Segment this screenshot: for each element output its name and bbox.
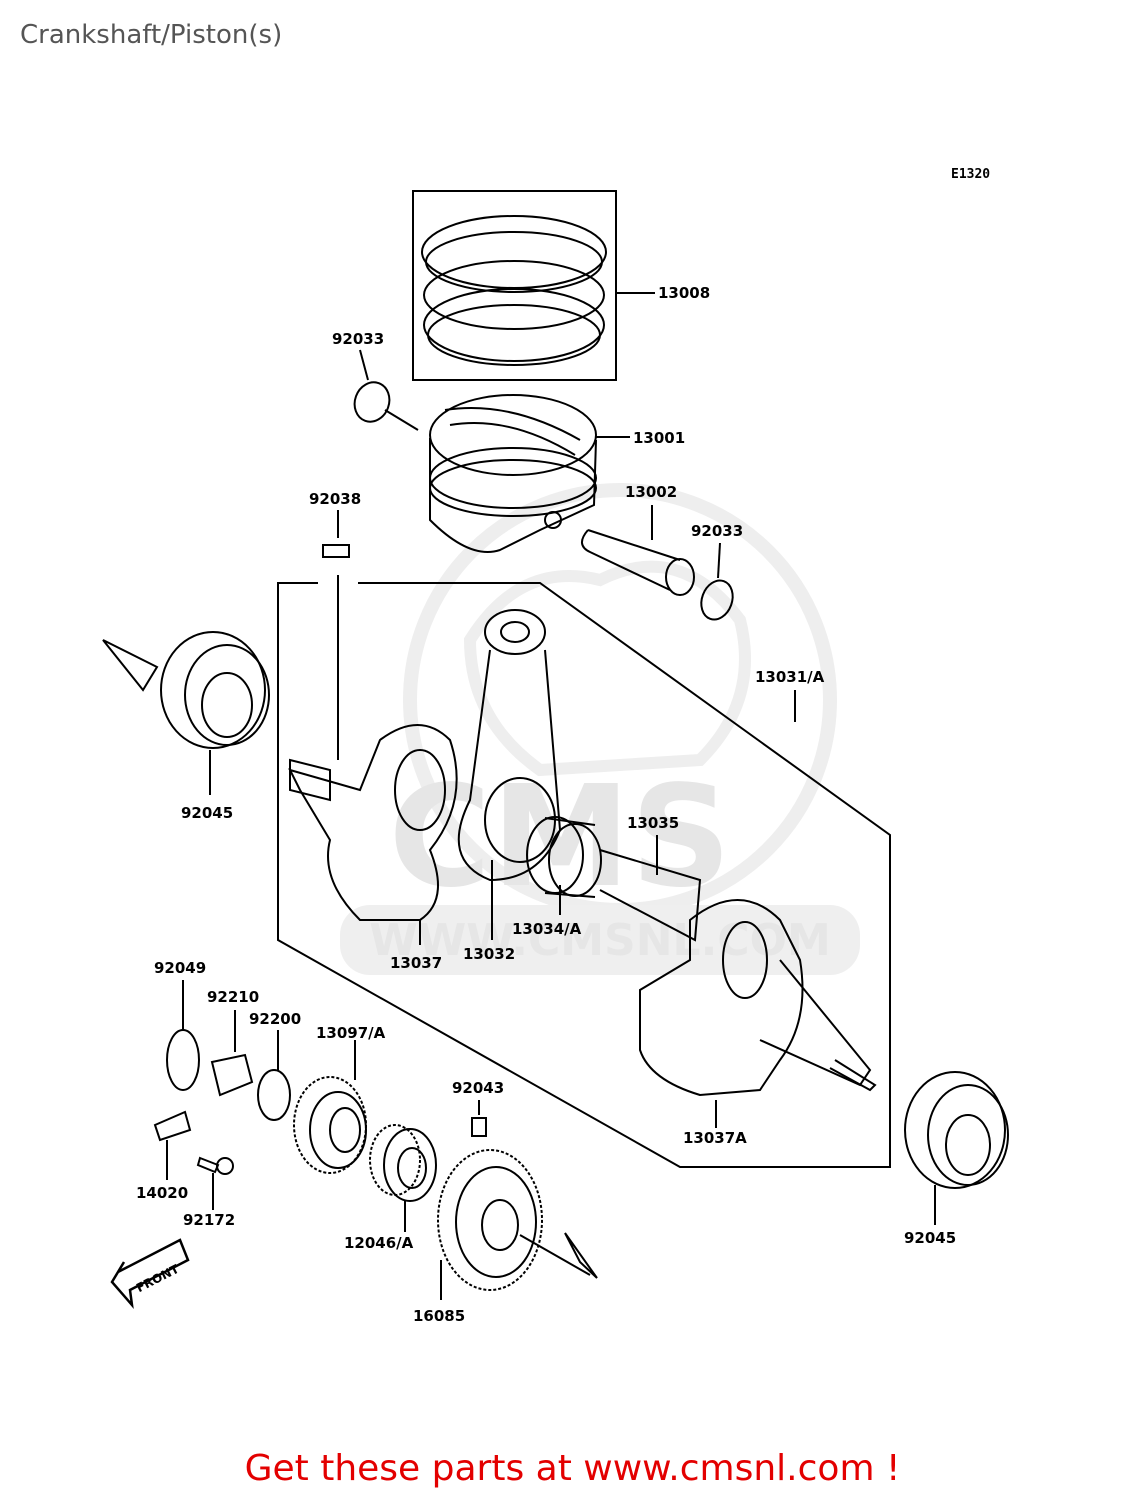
- callout-92172: 92172: [183, 1211, 235, 1229]
- callout-13034-a: 13034/A: [512, 920, 582, 938]
- callout-13001: 13001: [633, 429, 685, 447]
- circlip-left: [353, 381, 419, 431]
- callout-13008: 13008: [658, 284, 710, 302]
- oil-seal: [166, 1029, 200, 1091]
- callout-92049: 92049: [154, 959, 206, 977]
- callout-92033-right: 92033: [691, 522, 743, 540]
- callout-13037a: 13037A: [683, 1129, 747, 1147]
- page-title: Crankshaft/Piston(s): [20, 20, 283, 50]
- callout-92200: 92200: [249, 1010, 301, 1028]
- callout-labels: 13008 92033 13001 92038 13002 92033 1303…: [136, 284, 956, 1325]
- callout-13031-a: 13031/A: [755, 668, 825, 686]
- crank-web-right: [639, 899, 877, 1097]
- gear-key: [471, 1117, 487, 1137]
- bolt: [196, 1156, 234, 1175]
- callout-92043: 92043: [452, 1079, 504, 1097]
- crank-pin: [599, 849, 702, 942]
- footer-promo-link[interactable]: Get these parts at www.cmsnl.com !: [244, 1448, 901, 1489]
- callout-16085: 16085: [413, 1307, 465, 1325]
- gear-bearing: [369, 1124, 437, 1202]
- watermark: CMS WWW.CMSNL.COM: [340, 483, 860, 975]
- exploded-parts-diagram: CMS WWW.CMSNL.COM: [102, 190, 1009, 1325]
- piston-ring-set: [412, 190, 617, 381]
- circlip-right: [700, 579, 734, 621]
- callout-92045-right: 92045: [904, 1229, 956, 1247]
- lock-plate: [153, 1110, 192, 1142]
- callout-13035: 13035: [627, 814, 679, 832]
- piston: [429, 394, 597, 553]
- main-bearing-left: [160, 631, 270, 749]
- drive-gear: [293, 1076, 367, 1174]
- connecting-rod: [457, 609, 562, 882]
- washer: [257, 1069, 291, 1121]
- woodruff-key: [322, 544, 350, 558]
- balancer-gear: [437, 1149, 591, 1291]
- crank-web-left: [288, 724, 458, 921]
- needle-bearing: [526, 816, 602, 898]
- front-label: FRONT: [134, 1261, 182, 1295]
- nut: [210, 1053, 254, 1097]
- watermark-url: WWW.CMSNL.COM: [369, 915, 831, 966]
- diagram-code: E1320: [951, 167, 991, 182]
- callout-14020: 14020: [136, 1184, 188, 1202]
- main-bearing-right: [904, 1071, 1009, 1189]
- callout-92210: 92210: [207, 988, 259, 1006]
- piston-pin: [581, 529, 695, 596]
- callout-92045-left: 92045: [181, 804, 233, 822]
- callout-13002: 13002: [625, 483, 677, 501]
- callout-12046-a: 12046/A: [344, 1234, 414, 1252]
- callout-13032: 13032: [463, 945, 515, 963]
- callout-92033-left: 92033: [332, 330, 384, 348]
- callout-13037: 13037: [390, 954, 442, 972]
- front-direction-arrow: FRONT: [110, 1238, 190, 1309]
- callout-13097-a: 13097/A: [316, 1024, 386, 1042]
- callout-92038: 92038: [309, 490, 361, 508]
